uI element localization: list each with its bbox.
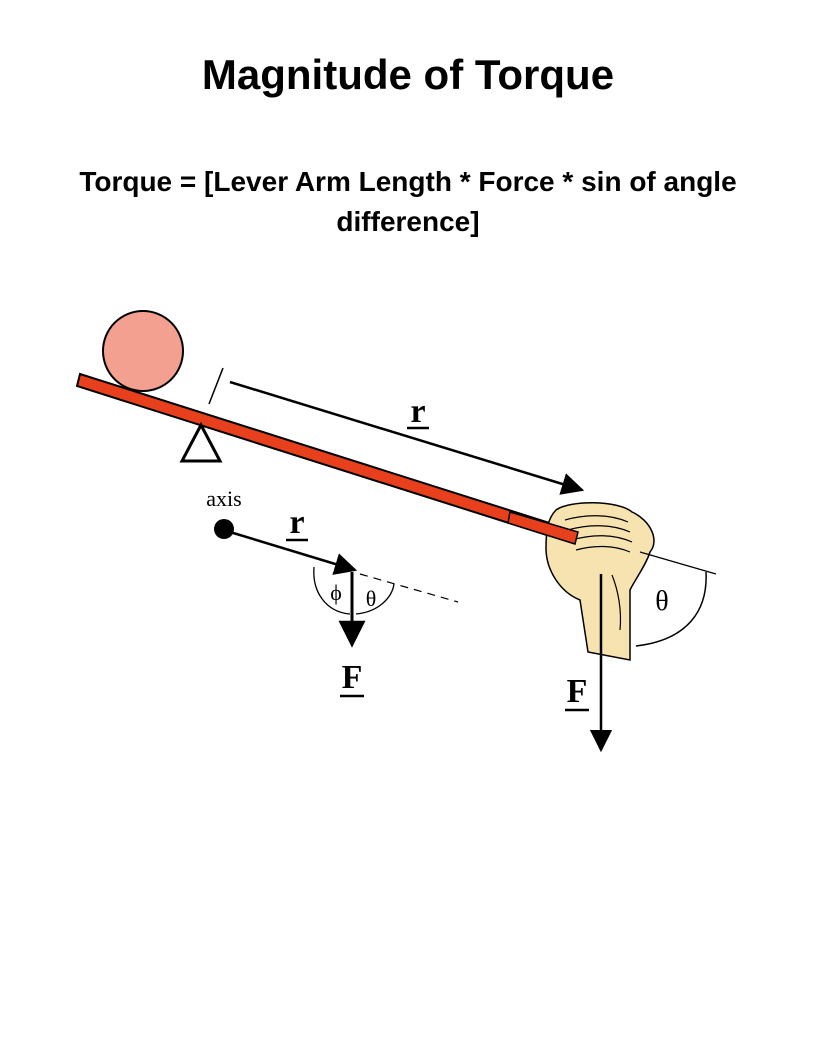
axis-point bbox=[214, 519, 234, 539]
theta-arc bbox=[635, 571, 707, 647]
inset-r-label: r bbox=[289, 504, 304, 541]
r-start-tick bbox=[208, 367, 224, 405]
force-vector-label: F bbox=[567, 673, 588, 710]
lever-end bbox=[507, 511, 579, 545]
phi-arc bbox=[313, 566, 351, 615]
theta-inset-arc bbox=[355, 583, 395, 615]
inset-extension-dashed bbox=[359, 573, 459, 603]
r-vector-arrow bbox=[229, 380, 585, 495]
r-vector-label: r bbox=[410, 393, 425, 430]
torque-formula: Torque = [Lever Arm Length * Force * sin… bbox=[79, 166, 737, 237]
lever-bar bbox=[75, 372, 580, 546]
ball-icon bbox=[102, 310, 184, 392]
fulcrum-triangle-icon bbox=[179, 421, 223, 463]
phi-label: ϕ bbox=[330, 580, 342, 605]
inset-force-label: F bbox=[342, 659, 363, 696]
page-title: Magnitude of Torque bbox=[201, 51, 615, 98]
torque-diagram: r F θ axis r F ϕ θ bbox=[75, 310, 717, 753]
theta-label: θ bbox=[655, 586, 668, 617]
axis-label: axis bbox=[206, 486, 241, 511]
theta-inset-label: θ bbox=[366, 586, 377, 611]
inset-r-arrow bbox=[229, 530, 358, 575]
r-extension-line bbox=[639, 551, 717, 575]
